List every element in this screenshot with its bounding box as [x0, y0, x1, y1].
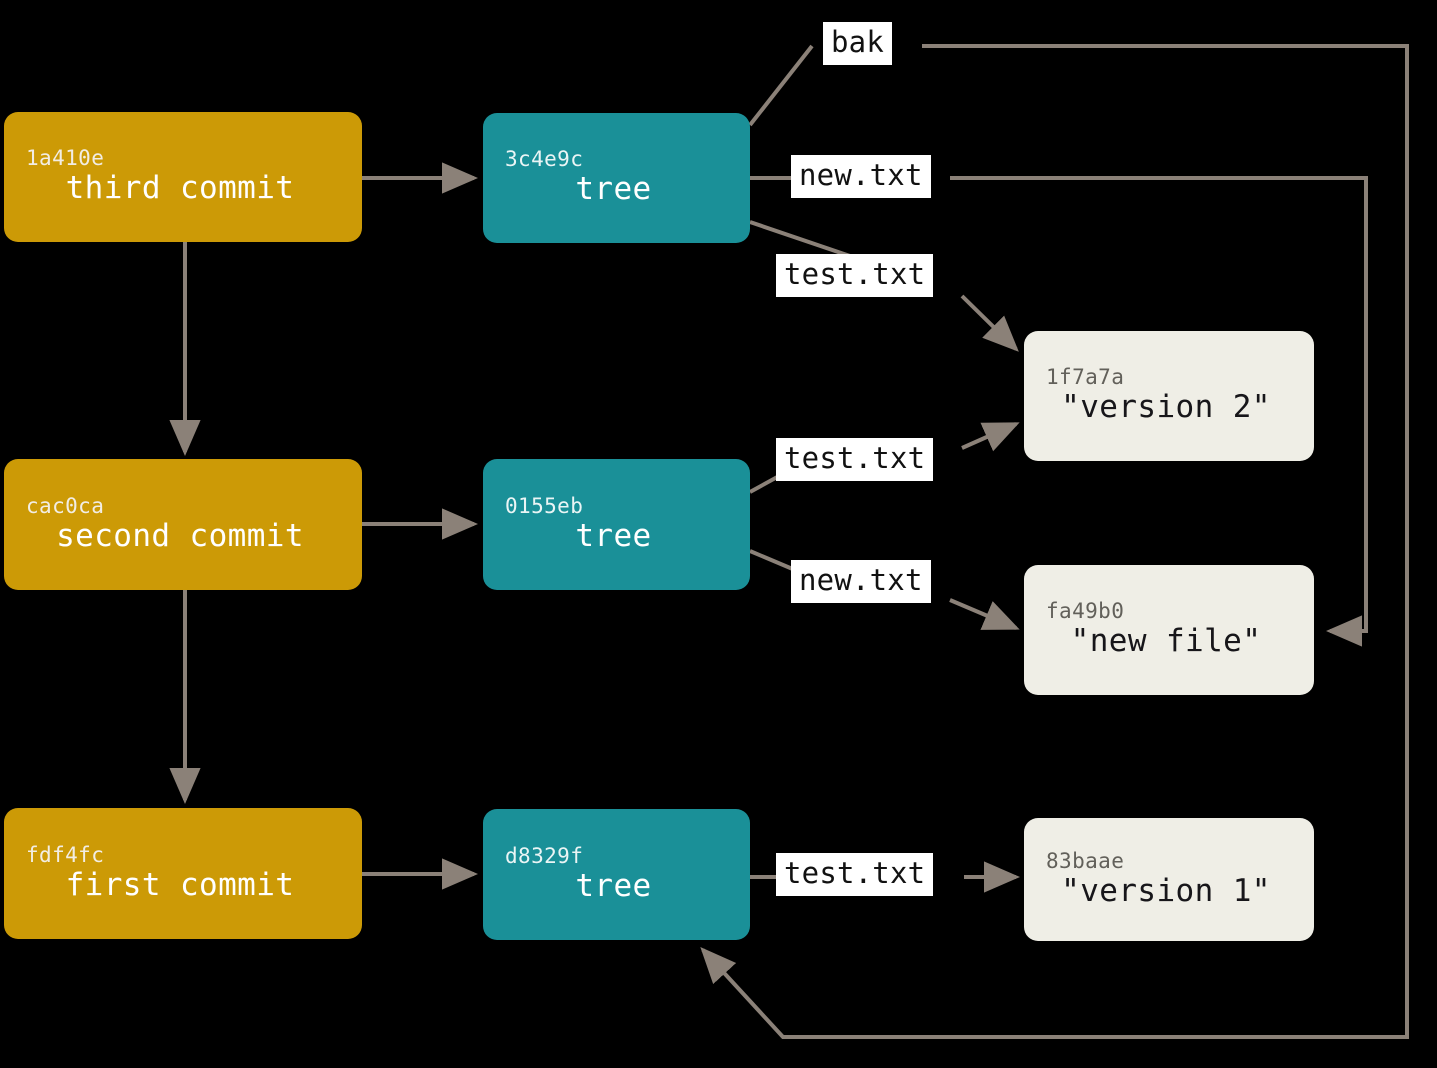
node-hash: fa49b0 — [1046, 599, 1125, 624]
node-label: tree — [575, 171, 652, 208]
node-label: second commit — [56, 517, 304, 554]
node-hash: 3c4e9c — [505, 147, 584, 172]
node-tree-second[interactable]: 0155eb tree — [483, 459, 750, 590]
node-hash: d8329f — [505, 843, 584, 868]
edge-tree3-bak-left — [748, 44, 814, 127]
node-tree-third[interactable]: 3c4e9c tree — [483, 113, 750, 243]
node-label: "version 2" — [1061, 389, 1271, 426]
edge-label-test-txt-top: test.txt — [776, 254, 934, 297]
node-hash: cac0ca — [26, 493, 105, 518]
node-commit-second[interactable]: cac0ca second commit — [4, 459, 362, 590]
edge-label-test-txt-bottom: test.txt — [776, 853, 934, 896]
node-hash: 0155eb — [505, 493, 584, 518]
node-label: "new file" — [1070, 623, 1262, 660]
edge-tree3-newtxt-right — [950, 176, 1368, 647]
node-commit-first[interactable]: fdf4fc first commit — [4, 808, 362, 939]
node-label: "version 1" — [1061, 872, 1271, 909]
node-hash: 1a410e — [26, 146, 105, 171]
edge-label-bak: bak — [823, 22, 892, 65]
node-hash: 1f7a7a — [1046, 365, 1125, 390]
edge-label-test-txt-middle: test.txt — [776, 438, 934, 481]
node-commit-third[interactable]: 1a410e third commit — [4, 112, 362, 242]
node-label: tree — [575, 517, 652, 554]
node-hash: fdf4fc — [26, 842, 105, 867]
node-tree-first[interactable]: d8329f tree — [483, 809, 750, 940]
edge-tree2-newtxt-right — [949, 598, 1020, 630]
node-blob-version1[interactable]: 83baae "version 1" — [1024, 818, 1314, 941]
node-blob-version2[interactable]: 1f7a7a "version 2" — [1024, 331, 1314, 461]
edge-label-new-txt-middle: new.txt — [791, 560, 931, 603]
edge-tree3-bak-right — [700, 44, 1409, 1039]
node-blob-newfile[interactable]: fa49b0 "new file" — [1024, 565, 1314, 695]
node-label: first commit — [65, 866, 295, 903]
node-label: tree — [575, 867, 652, 904]
edge-label-new-txt-top: new.txt — [791, 155, 931, 198]
node-hash: 83baae — [1046, 848, 1125, 873]
edge-tree3-testtxt-left — [749, 220, 851, 258]
edge-tree3-testtxt-right — [960, 294, 1019, 352]
node-label: third commit — [65, 170, 295, 207]
edge-tree2-newtxt-left — [749, 549, 796, 572]
edge-tree2-testtxt-right — [961, 422, 1020, 452]
